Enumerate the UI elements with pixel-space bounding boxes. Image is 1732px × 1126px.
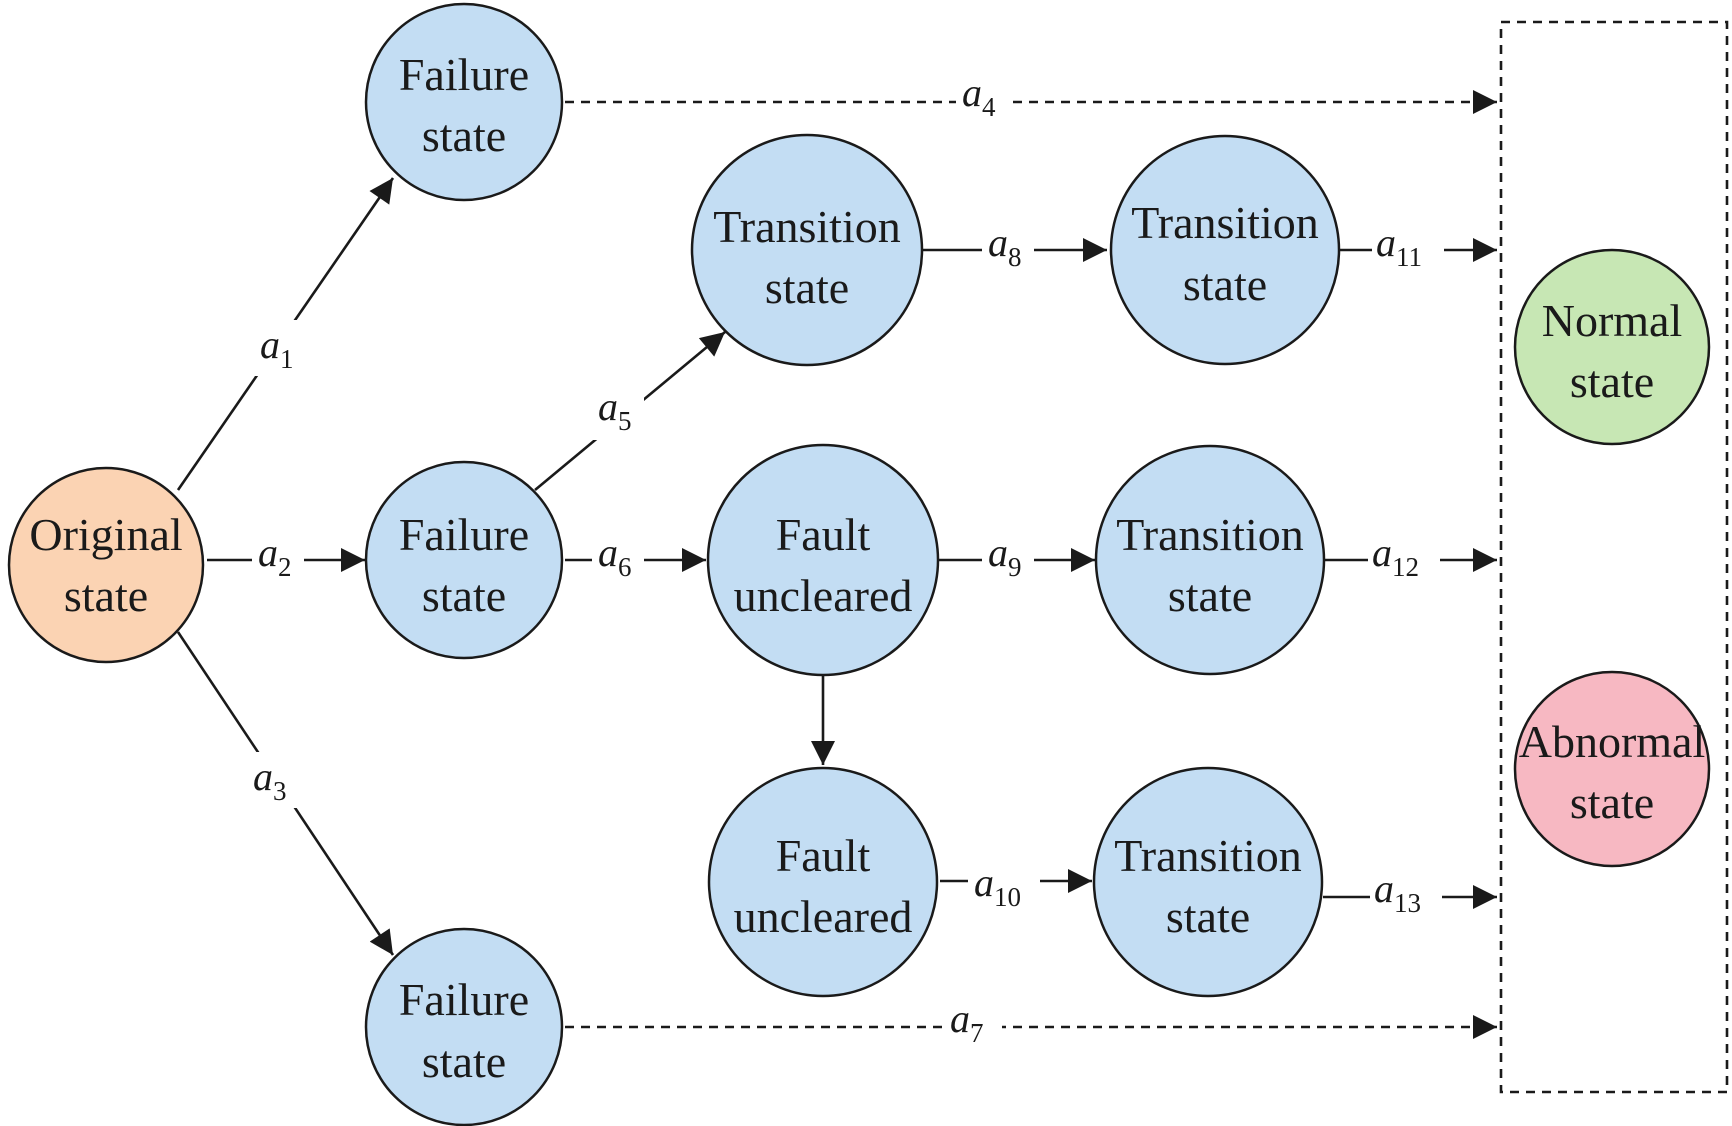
edge-labels: a1 a2 a3 a4 a5 a6 a7 a8 [245, 70, 1444, 1054]
node-failure-bottom-circle [364, 927, 564, 1126]
svg-text:a4: a4 [962, 70, 996, 122]
node-original-label-1: Original [29, 509, 182, 560]
node-failure-bottom-label-2: state [422, 1036, 506, 1087]
node-fault-uncleared-1: Fault uncleared [706, 443, 940, 677]
svg-text:a13: a13 [1374, 866, 1421, 918]
edge-label-a7: a7 [946, 996, 1002, 1054]
node-transition-1-label-1: Transition [713, 201, 900, 252]
node-transition-4-label-2: state [1166, 891, 1250, 942]
svg-text:a2: a2 [258, 530, 292, 582]
svg-text:a11: a11 [1376, 220, 1422, 272]
node-transition-3: Transition state [1094, 444, 1326, 676]
node-transition-3-circle [1094, 444, 1326, 676]
node-failure-bottom-label-1: Failure [399, 974, 529, 1025]
edge-label-a12: a12 [1368, 530, 1440, 588]
node-transition-2-label-1: Transition [1131, 197, 1318, 248]
node-failure-top-label-1: Failure [399, 49, 529, 100]
node-transition-1-label-2: state [765, 262, 849, 313]
node-fault-1-circle [706, 443, 940, 677]
node-normal-label-2: state [1570, 356, 1654, 407]
node-original-circle [7, 466, 205, 664]
node-failure-mid-label-1: Failure [399, 509, 529, 560]
svg-text:a8: a8 [988, 220, 1022, 272]
node-normal-circle [1513, 248, 1711, 446]
edge-label-a2: a2 [252, 530, 304, 588]
node-failure-mid: Failure state [364, 460, 564, 660]
node-abnormal-label-2: state [1570, 777, 1654, 828]
edge-label-a8: a8 [982, 220, 1034, 278]
svg-text:a10: a10 [974, 860, 1021, 912]
node-transition-2-label-2: state [1183, 259, 1267, 310]
node-transition-1: Transition state [690, 133, 924, 367]
edge-label-a3: a3 [245, 752, 299, 808]
edge-label-a10: a10 [968, 858, 1040, 918]
node-transition-3-label-2: state [1168, 570, 1252, 621]
edge-label-a6: a6 [592, 530, 644, 588]
node-transition-4-circle [1092, 766, 1324, 998]
edge-label-a4: a4 [956, 70, 1012, 130]
node-failure-top: Failure state [364, 2, 564, 202]
node-failure-mid-circle [364, 460, 564, 660]
node-fault-uncleared-2: Fault uncleared [707, 766, 939, 998]
svg-text:a5: a5 [598, 384, 632, 436]
svg-text:a6: a6 [598, 530, 632, 582]
nodes: Original state Failure state Failure sta… [7, 2, 1711, 1126]
node-fault-2-circle [707, 766, 939, 998]
node-failure-mid-label-2: state [422, 570, 506, 621]
node-original-label-2: state [64, 570, 148, 621]
edge-label-a11: a11 [1372, 220, 1444, 278]
edge-label-a9: a9 [982, 530, 1034, 588]
node-abnormal-label-1: Abnormal [1519, 716, 1706, 767]
svg-text:a7: a7 [950, 996, 984, 1048]
svg-text:a12: a12 [1372, 530, 1419, 582]
edge-label-a13: a13 [1370, 866, 1442, 924]
node-transition-4: Transition state [1092, 766, 1324, 998]
node-transition-4-label-1: Transition [1114, 830, 1301, 881]
edge-label-a5: a5 [590, 384, 644, 440]
node-normal-label-1: Normal [1542, 295, 1683, 346]
node-transition-2: Transition state [1109, 134, 1341, 366]
svg-text:a1: a1 [260, 322, 294, 374]
node-failure-bottom: Failure state [364, 927, 564, 1126]
node-fault-1-label-1: Fault [776, 509, 871, 560]
node-fault-2-label-2: uncleared [734, 891, 913, 942]
node-fault-1-label-2: uncleared [734, 570, 913, 621]
node-original-state: Original state [7, 466, 205, 664]
node-failure-top-label-2: state [422, 110, 506, 161]
edge-label-a1: a1 [250, 320, 304, 376]
node-abnormal-state: Abnormal state [1513, 670, 1711, 868]
node-normal-state: Normal state [1513, 248, 1711, 446]
svg-text:a9: a9 [988, 530, 1022, 582]
node-transition-1-circle [690, 133, 924, 367]
outcome-box [1499, 20, 1729, 1094]
node-transition-3-label-1: Transition [1116, 509, 1303, 560]
node-fault-2-label-1: Fault [776, 830, 871, 881]
node-transition-2-circle [1109, 134, 1341, 366]
node-failure-top-circle [364, 2, 564, 202]
svg-text:a3: a3 [253, 754, 287, 806]
node-abnormal-circle [1513, 670, 1711, 868]
